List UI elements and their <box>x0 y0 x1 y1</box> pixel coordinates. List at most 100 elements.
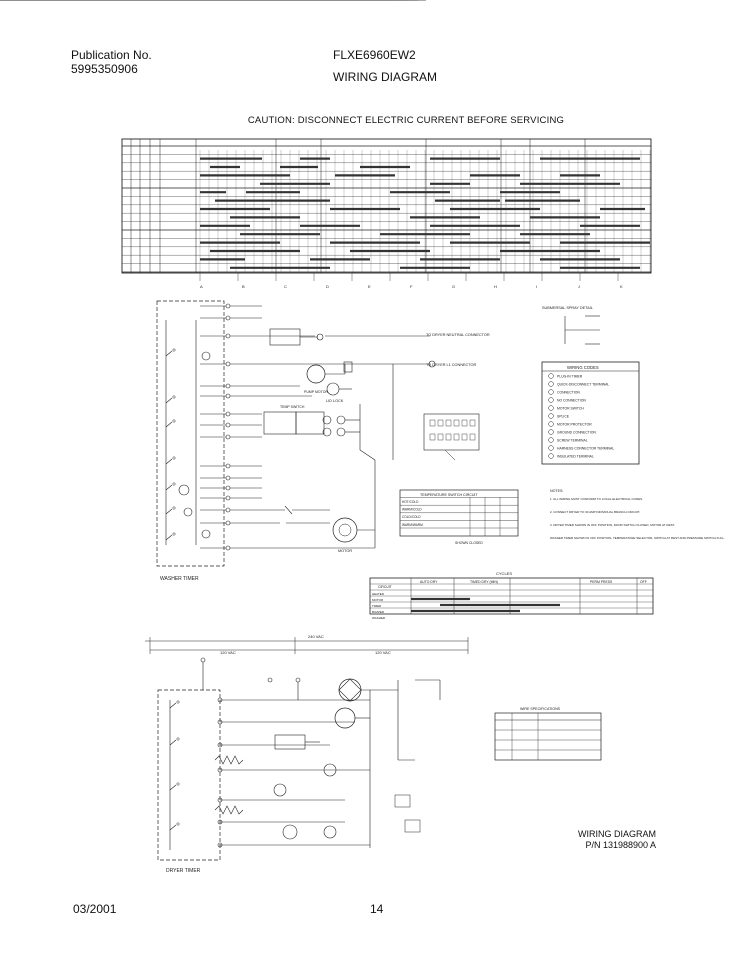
cycle-row-label: HEATER <box>372 592 385 596</box>
wiring-code-label: MOTOR PROTECTOR <box>557 423 592 427</box>
cycle-row-label: TIMER <box>372 604 382 608</box>
switch-contact <box>172 506 176 510</box>
box <box>453 433 460 441</box>
code-symbol <box>548 437 554 443</box>
model-number: FLXE6960EW2 <box>333 48 416 62</box>
box <box>423 413 480 451</box>
terminal <box>225 333 231 339</box>
chart-step-letter: H <box>494 284 497 289</box>
code-symbol <box>548 389 554 395</box>
temp-row-label: WARM/WARM <box>402 523 423 527</box>
wiring-code-label: CONNECTION <box>557 391 580 395</box>
notes-title: NOTES: <box>550 489 563 493</box>
box <box>437 433 444 441</box>
box <box>469 419 476 427</box>
voltage-240-label: 240 VAC <box>308 634 324 639</box>
wiring-code-label: QUICK-DISCONNECT TERMINAL <box>557 383 609 387</box>
terminal <box>217 742 223 748</box>
terminal <box>225 383 231 389</box>
caution-banner: CAUTION: DISCONNECT ELECTRIC CURRENT BEF… <box>247 115 565 126</box>
cycles-circuit-header: CIRCUIT <box>378 585 392 589</box>
pump-motor-label: PUMP MOTOR <box>304 390 328 394</box>
wiring-code-label: INSULATED TERMINAL <box>557 455 594 459</box>
terminal <box>225 303 231 309</box>
water-valve <box>322 415 332 425</box>
dryer-motor <box>338 678 362 702</box>
wiring-code-label: SPLICE <box>557 415 570 419</box>
motor-label: MOTOR <box>338 549 352 553</box>
wire <box>165 458 173 465</box>
switch-contact <box>176 782 180 786</box>
cycles-title: CYCLES <box>496 571 512 576</box>
wire <box>169 739 177 746</box>
box <box>429 419 436 427</box>
temp-switch-label: TEMP SWITCH <box>280 405 305 409</box>
submersal-spray-title: SUBMERSAL SPRAY DETAIL <box>542 306 593 310</box>
switch-contact <box>172 482 176 486</box>
switch-contact <box>176 822 180 826</box>
publication-number: 5995350906 <box>71 62 138 76</box>
l1-connector <box>428 360 436 368</box>
box <box>269 328 301 346</box>
wire <box>165 350 173 357</box>
switch-contact <box>172 395 176 399</box>
note-text: WASHER TIMER SHOWN IN OFF POSITION, TEMP… <box>550 536 725 540</box>
wiring-codes-title: WIRING CODES <box>567 365 599 370</box>
switch-contact <box>176 700 180 704</box>
box <box>121 138 652 274</box>
terminal <box>225 545 231 551</box>
box <box>494 712 602 761</box>
terminal <box>217 797 223 803</box>
box <box>445 419 452 427</box>
washer-timer-outline <box>156 300 225 567</box>
wire <box>165 508 173 515</box>
pump-motor <box>306 364 326 384</box>
cycles-off-header: OFF <box>640 580 647 584</box>
chart-step-letter: J <box>578 284 580 289</box>
relay-coil <box>183 507 193 517</box>
box <box>263 411 297 435</box>
wire <box>165 484 173 491</box>
dryer-timer-outline <box>157 689 221 861</box>
switch-contact <box>172 532 176 536</box>
temp-row-label: HOT/COLD <box>402 500 419 504</box>
to-dryer-neutral-label: TO DRYER NEUTRAL CONNECTOR <box>426 333 490 337</box>
wiring-code-label: PLUG-IN TIMER <box>557 375 583 379</box>
wiring-code-label: GROUND CONNECTION <box>557 431 596 435</box>
terminal <box>217 697 223 703</box>
box <box>453 419 460 427</box>
voltage-120-right-label: 120 VAC <box>375 650 391 655</box>
box <box>445 433 452 441</box>
box <box>461 419 468 427</box>
chart-step-letter: K <box>620 284 623 289</box>
terminal <box>225 463 231 469</box>
wire <box>165 397 173 404</box>
note-text: 3. DRYER TIMER SHOWN IN OFF POSITION, DO… <box>550 523 675 527</box>
wire <box>359 449 376 461</box>
terminal <box>267 677 273 683</box>
wire <box>165 421 173 428</box>
cycle-row-label: WASHER <box>372 616 386 620</box>
voltage-120-left-label: 120 VAC <box>220 650 236 655</box>
legend-panels <box>0 0 654 761</box>
terminal <box>225 520 231 526</box>
water-valve <box>322 427 332 437</box>
terminal <box>200 657 206 663</box>
chart-step-letter: C <box>284 284 287 289</box>
wire <box>444 449 456 461</box>
wiring-code-label: HARNESS CONNECTOR TERMINAL <box>557 447 614 451</box>
chart-step-letter: A <box>200 284 203 289</box>
chart-step-letter: I <box>536 284 537 289</box>
wiring-code-label: NO CONNECTION <box>557 399 586 403</box>
to-dryer-l1-label: TO DRYER L1 CONNECTOR <box>426 363 476 367</box>
box <box>541 361 640 465</box>
box <box>343 361 353 373</box>
chart-step-letter: G <box>452 284 455 289</box>
motor-winding <box>334 707 356 729</box>
code-symbol <box>548 429 554 435</box>
cycle-row-label: MOTOR <box>372 598 384 602</box>
terminal <box>225 475 231 481</box>
lid-lock-label: LID LOCK <box>326 399 344 403</box>
